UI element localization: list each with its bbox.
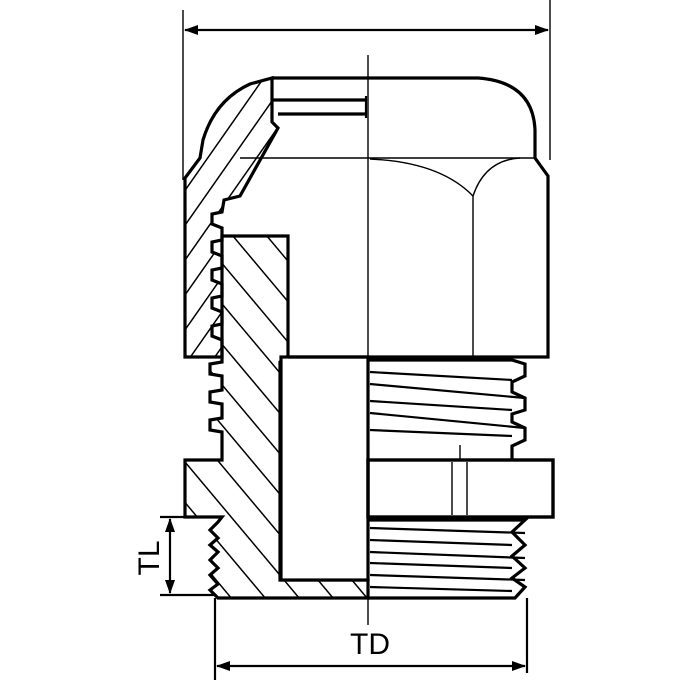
- upper-thread-line-5: [369, 428, 513, 438]
- overall-width-dimension: [182, 0, 551, 180]
- bore: [279, 355, 370, 582]
- lower-thread-line-3: [369, 550, 526, 560]
- lower-thread-profile: [368, 518, 530, 600]
- lower-thread-line-2: [369, 538, 513, 547]
- section-view-left-half: [183, 75, 370, 600]
- lower-thread-line-5: [369, 573, 526, 582]
- hex-flat-right: [472, 157, 521, 197]
- flange: [366, 458, 555, 519]
- upper-thread-line-3: [369, 399, 513, 412]
- upper-thread-line-1: [369, 370, 513, 382]
- upper-thread-profile: [368, 358, 527, 460]
- lower-thread-line-4: [369, 561, 513, 570]
- thread-diameter-dimension: TD: [213, 598, 529, 680]
- hex-flat-left: [369, 158, 474, 197]
- tl-label: TL: [133, 540, 166, 575]
- exterior-view-right-half: [366, 76, 555, 600]
- upper-thread-line-4: [369, 411, 526, 430]
- td-label: TD: [350, 628, 390, 661]
- cap-dome: [368, 76, 550, 359]
- thread-length-dimension: TL: [133, 515, 222, 597]
- lower-thread-line-6: [369, 585, 513, 593]
- upper-thread-line-2: [369, 382, 526, 400]
- lower-thread-line-1: [369, 526, 526, 535]
